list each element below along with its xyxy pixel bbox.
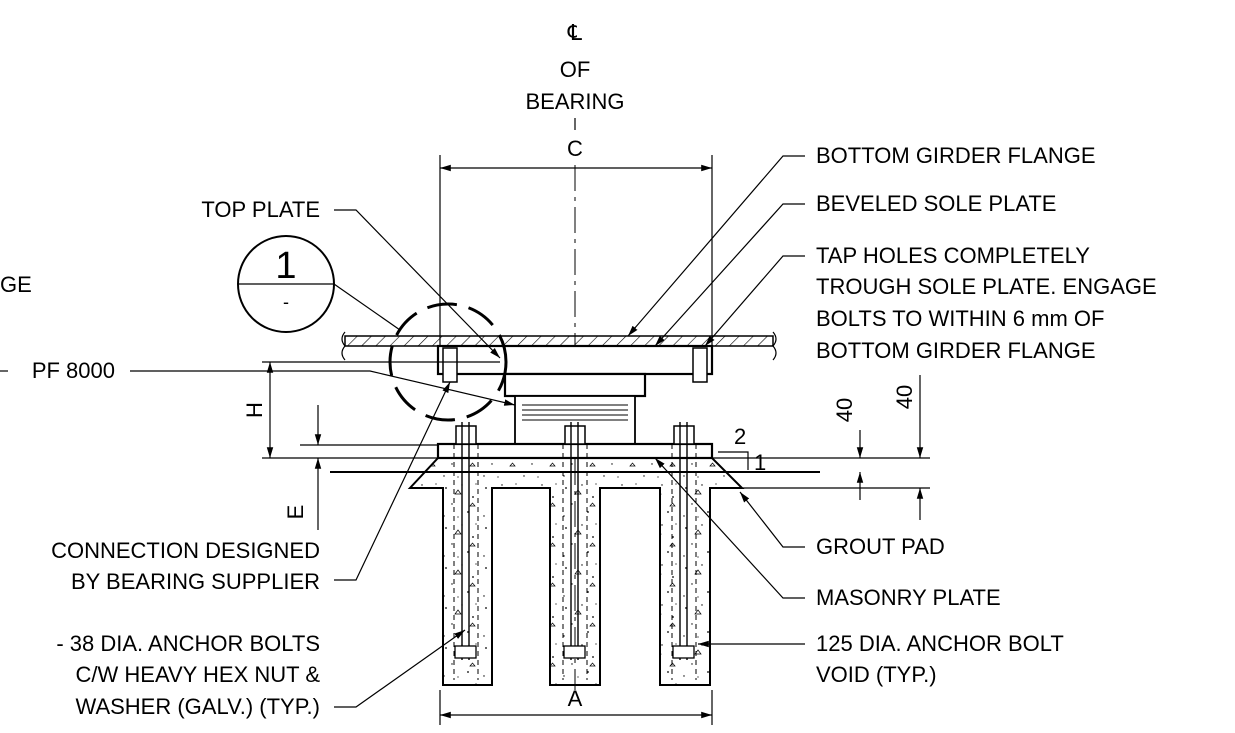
detail-callout-leader bbox=[333, 283, 401, 331]
label-anchor-bolts-1: - 38 DIA. ANCHOR BOLTS bbox=[56, 631, 320, 656]
label-anchor-bolts-3: WASHER (GALV.) (TYP.) bbox=[76, 694, 321, 719]
leader-beveled-sole-plate bbox=[654, 203, 805, 347]
flange-break-right bbox=[772, 331, 777, 361]
label-tap-holes-4: BOTTOM GIRDER FLANGE bbox=[816, 338, 1096, 363]
leader-pf bbox=[130, 370, 516, 406]
dimension-e-label: E bbox=[283, 505, 308, 520]
sole-plate-bolt-left bbox=[442, 347, 458, 383]
dimension-a-label: A bbox=[568, 686, 583, 711]
label-beveled-sole-plate: BEVELED SOLE PLATE bbox=[816, 191, 1056, 216]
label-void-1: 125 DIA. ANCHOR BOLT bbox=[816, 631, 1064, 656]
label-connection-1: CONNECTION DESIGNED bbox=[51, 538, 320, 563]
leader-connection bbox=[334, 381, 451, 581]
embedded-nut-right bbox=[672, 645, 695, 659]
centerline-bearing-label: BEARING bbox=[525, 89, 624, 114]
dimension-c-label: C bbox=[567, 136, 583, 161]
anchor-nut-left bbox=[455, 425, 477, 445]
label-masonry-plate: MASONRY PLATE bbox=[816, 585, 1001, 610]
label-void-2: VOID (TYP.) bbox=[816, 662, 937, 687]
dim-40-right-label: 40 bbox=[892, 385, 917, 409]
centerline-of-label: OF bbox=[560, 57, 591, 82]
grout-pad-and-pier bbox=[407, 457, 745, 686]
top-plate bbox=[503, 372, 647, 398]
detail-callout-sheet: - bbox=[283, 292, 289, 312]
anchor-nut-center bbox=[564, 425, 586, 445]
label-bottom-girder-flange: BOTTOM GIRDER FLANGE bbox=[816, 143, 1096, 168]
label-tap-holes-3: BOLTS TO WITHIN 6 mm OF bbox=[816, 306, 1104, 331]
label-tap-holes-1: TAP HOLES COMPLETELY bbox=[816, 243, 1090, 268]
sole-plate bbox=[436, 344, 714, 376]
leader-anchor-bolts bbox=[334, 629, 466, 708]
dim-40-left-label: 40 bbox=[832, 398, 857, 422]
slope-rise-label: 1 bbox=[754, 450, 766, 475]
detail-callout-number: 1 bbox=[275, 245, 296, 287]
dimension-h-label: H bbox=[242, 402, 267, 418]
label-left-cut: GE bbox=[0, 272, 32, 297]
embedded-nut-center bbox=[563, 645, 586, 659]
centerline-symbol: ℄ bbox=[567, 20, 583, 45]
label-tap-holes-2: TROUGH SOLE PLATE. ENGAGE bbox=[816, 274, 1157, 299]
leader-top-plate bbox=[334, 209, 501, 359]
leader-masonry-plate bbox=[654, 457, 805, 599]
slope-run-label: 2 bbox=[734, 424, 746, 449]
label-anchor-bolts-2: C/W HEAVY HEX NUT & bbox=[76, 662, 321, 687]
slope-indicator bbox=[718, 451, 749, 470]
label-connection-2: BY BEARING SUPPLIER bbox=[71, 569, 320, 594]
masonry-plate bbox=[436, 442, 714, 460]
leader-tap-holes bbox=[704, 255, 805, 347]
label-top-plate: TOP PLATE bbox=[201, 197, 320, 222]
anchor-nut-right bbox=[673, 425, 695, 445]
anchor-bolt-voids bbox=[453, 444, 697, 680]
label-pf: PF 8000 bbox=[32, 358, 115, 383]
bearing-pad-layers bbox=[522, 404, 628, 421]
anchor-bolts bbox=[461, 422, 688, 660]
label-grout-pad: GROUT PAD bbox=[816, 534, 945, 559]
embedded-nut-left bbox=[454, 645, 477, 659]
leader-grout-pad bbox=[739, 491, 805, 548]
sole-plate-bolt-right bbox=[692, 347, 708, 383]
flange-break-left bbox=[341, 331, 346, 361]
leader-bottom-girder-flange bbox=[627, 155, 805, 337]
